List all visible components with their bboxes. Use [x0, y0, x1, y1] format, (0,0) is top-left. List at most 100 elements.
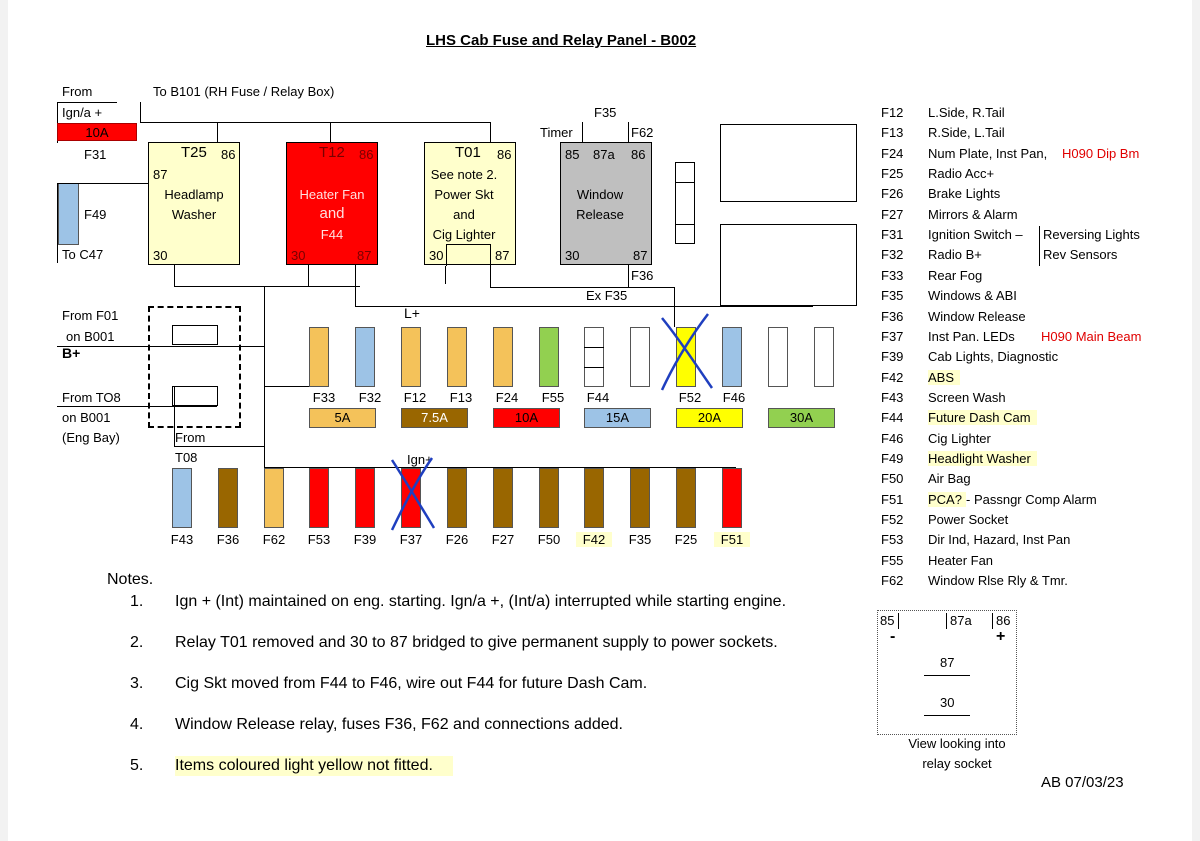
f35-label: F35 [594, 105, 617, 120]
fuse-f31-10a: 10A [57, 123, 137, 141]
pin-30: 30 [940, 695, 955, 710]
relay-desc: See note 2. [430, 167, 498, 182]
fuse-description: Future Dash Cam [928, 410, 1037, 426]
fuse-extra-note: - Passngr Comp Alarm [966, 491, 1097, 507]
fuse-code: F25 [881, 166, 904, 182]
fuse-extra-note: Reversing Lights [1043, 227, 1140, 243]
relay-desc: Window [576, 187, 624, 202]
ign-a-label: Ign/a + [62, 105, 103, 120]
wire [582, 122, 583, 142]
wire [264, 286, 265, 468]
relay-desc: Cig Lighter [432, 227, 496, 242]
fuse-description: PCA? [928, 491, 966, 507]
pin-30: 30 [565, 248, 580, 263]
fuse-description: Brake Lights [928, 186, 1001, 202]
fuse-slot [630, 468, 650, 528]
divider [1039, 226, 1040, 266]
fuse-slot [493, 327, 513, 387]
wire [264, 386, 314, 387]
pin-87a: 87a [950, 613, 972, 628]
fuse-label: F33 [312, 390, 336, 405]
fuse-description: Heater Fan [928, 552, 994, 568]
fuse-code: F39 [881, 349, 904, 365]
fuse-slot [447, 327, 467, 387]
pin-87: 87 [495, 248, 510, 263]
fuse-label: F44 [586, 390, 610, 405]
pin-87: 87 [357, 248, 372, 263]
relay-desc: Power Skt [434, 187, 494, 202]
fuse-slot [447, 468, 467, 528]
fuse-label: F35 [628, 532, 652, 547]
relay-desc: Release [576, 207, 624, 222]
fuse-slot [630, 327, 650, 387]
to-b101-label: To B101 (RH Fuse / Relay Box) [153, 84, 335, 99]
bridge-wire [446, 244, 491, 245]
fuse-description: R.Side, L.Tail [928, 125, 1005, 141]
wire [355, 306, 813, 307]
relay-id: T01 [455, 144, 481, 161]
link-socket [172, 325, 218, 345]
fuse-rating-20A: 20A [676, 408, 743, 428]
wire [628, 122, 629, 142]
wire [490, 266, 491, 288]
bus-wire [264, 467, 736, 468]
on-b001-label: on B001 [66, 329, 115, 344]
on-b001-label: on B001 [62, 410, 111, 425]
from-f01-label: From F01 [62, 308, 119, 323]
fuse-extra-note: H090 Dip Bm [1062, 145, 1140, 161]
relay-desc: Heater Fan [299, 187, 365, 202]
fuse-rating-15A: 15A [584, 408, 651, 428]
fuse-rating-7.5A: 7.5A [401, 408, 468, 428]
wire [490, 122, 491, 142]
fuse-slot [584, 468, 604, 528]
fuse-description: Radio B+ [928, 247, 982, 263]
fuse-code: F37 [881, 328, 904, 344]
fuse-code: F26 [881, 186, 904, 202]
fuse-description: ABS [928, 369, 961, 385]
fuse-code: F46 [881, 430, 904, 446]
fuse-extra-note: H090 Main Beam [1041, 328, 1142, 344]
note-number: 3. [130, 675, 144, 692]
fuse-code: F53 [881, 532, 904, 548]
cross-stroke [390, 459, 436, 529]
pin-86: 86 [221, 147, 236, 162]
fuse-description: Num Plate, Inst Pan, [928, 145, 1048, 161]
fuse-description: Mirrors & Alarm [928, 206, 1018, 222]
from-t08-label: From TO8 [62, 390, 121, 405]
fuse-slot [493, 468, 513, 528]
author-date: AB 07/03/23 [1041, 774, 1124, 791]
pin-86: 86 [631, 147, 646, 162]
bridge-wire [490, 244, 491, 266]
pin-87a: 87a [593, 147, 615, 162]
pin-30: 30 [291, 248, 306, 263]
wire [308, 265, 309, 287]
socket-caption: relay socket [922, 756, 992, 771]
fuse-slot [309, 327, 329, 387]
fuse-slot [814, 327, 834, 387]
fuse-label: F52 [678, 390, 702, 405]
fuse-description: Radio Acc+ [928, 166, 995, 182]
wire [57, 183, 58, 263]
fuse-description: Cig Lighter [928, 430, 991, 446]
fuse-slot [722, 468, 742, 528]
pin-mark [924, 675, 970, 676]
pin-mark [924, 715, 970, 716]
wire [628, 265, 629, 287]
f36-label: F36 [631, 268, 654, 283]
fuse-description: Ignition Switch – [928, 227, 1023, 243]
relay-desc: and [453, 207, 475, 222]
socket-caption: View looking into [908, 736, 1006, 751]
fuse-description: Window Release [928, 308, 1026, 324]
fuse-slot [172, 468, 192, 528]
slot-divider [675, 224, 695, 225]
b-plus-label: B+ [62, 345, 81, 361]
fuse-rating-30A: 30A [768, 408, 835, 428]
wire [174, 265, 175, 287]
pin-mark [946, 613, 947, 629]
fuse-code: F43 [881, 389, 904, 405]
fuse-description: Headlight Washer [928, 450, 1037, 466]
fuse-code: F31 [881, 227, 904, 243]
pin-86: 86 [359, 147, 374, 162]
fuse-label: F50 [537, 532, 561, 547]
diagram-title: LHS Cab Fuse and Relay Panel - B002 [426, 32, 697, 49]
